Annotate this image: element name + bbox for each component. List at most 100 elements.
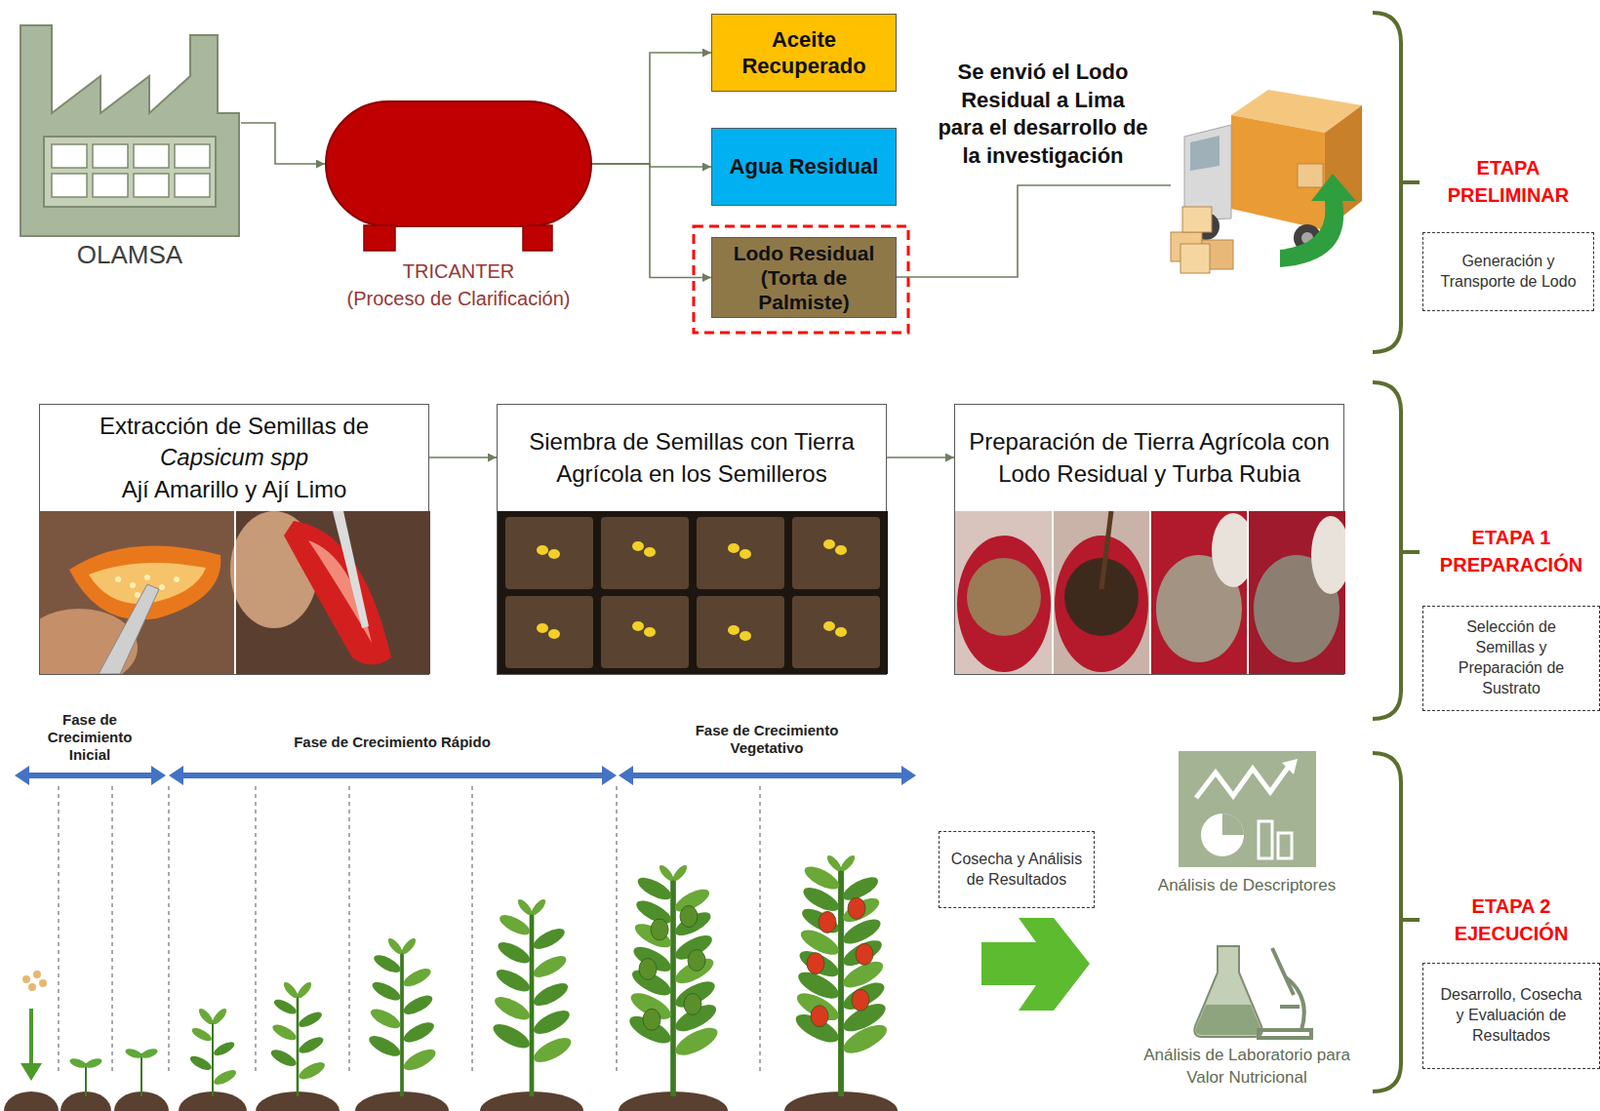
plant-illustration — [3, 1091, 59, 1111]
stage-node: ETAPA 1 PREPARACIÓNSelección de Semillas… — [1422, 523, 1600, 712]
plant-illustration — [491, 992, 534, 1025]
plant-illustration — [687, 950, 706, 972]
lab-icon — [1178, 938, 1317, 1041]
plant-illustration — [188, 1006, 239, 1097]
highlight-outline — [693, 226, 909, 333]
tray-photo — [792, 596, 880, 669]
flow-connector — [592, 52, 712, 164]
stage-title: ETAPA 2 EJECUCIÓN — [1422, 892, 1600, 948]
plant-illustration — [825, 853, 844, 874]
factory-icon — [51, 144, 210, 198]
plant-illustration — [268, 1046, 299, 1070]
plant-illustration — [516, 897, 535, 918]
phase-arrow — [14, 765, 166, 786]
plant-illustration — [139, 1046, 160, 1061]
chart-icon — [1200, 813, 1244, 857]
phase-divider — [112, 786, 114, 1074]
plant-illustration — [493, 965, 534, 997]
truck-icon — [1170, 89, 1362, 274]
plant-illustration — [631, 919, 675, 953]
chart-icon — [1178, 751, 1317, 868]
node-text: Análisis de Laboratorio para Valor Nutri… — [1134, 1044, 1360, 1090]
tray-photo — [536, 623, 549, 634]
tank-icon — [363, 225, 396, 251]
flow-connector — [240, 122, 325, 164]
substrate-photo — [955, 511, 1346, 675]
substrate-photo — [966, 558, 1041, 637]
plant-illustration — [188, 1053, 214, 1074]
chart-icon — [1178, 751, 1317, 868]
factory-icon — [18, 15, 241, 239]
plant-illustration — [210, 1006, 230, 1027]
stage-bracket — [1372, 12, 1420, 1092]
seed-icon — [22, 975, 31, 984]
factory-icon — [174, 144, 210, 168]
plant-illustration — [839, 853, 858, 874]
seed-photo — [98, 584, 160, 675]
plant-illustration — [123, 1046, 144, 1061]
node-text: (Proceso de Clarificación) — [324, 284, 593, 313]
lab-icon — [1258, 948, 1312, 1039]
node-text: Siembra de Semillas con Tierra Agrícola … — [505, 426, 879, 490]
plant-illustration — [530, 1005, 574, 1039]
tray-photo — [727, 543, 740, 554]
tray-photo — [632, 621, 644, 632]
step-box: Preparación de Tierra Agrícola con Lodo … — [954, 403, 1345, 676]
plant-illustration — [847, 897, 866, 920]
plant-illustration — [123, 1046, 160, 1097]
plant-illustration — [494, 938, 533, 968]
plant-illustration — [365, 1032, 403, 1061]
seed-photo — [234, 511, 237, 675]
transport-note: Se envió el Lodo Residual a Lima para el… — [936, 58, 1150, 170]
tray-photo — [835, 545, 847, 556]
stage-description: Generación y Transporte de Lodo — [1439, 251, 1578, 293]
icon-node: Análisis de Laboratorio para Valor Nutri… — [1134, 938, 1360, 1090]
factory-icon — [20, 25, 240, 237]
plant-illustration — [810, 1005, 829, 1028]
plant-illustration — [650, 919, 669, 941]
truck-icon — [1184, 124, 1232, 221]
plant-illustration — [530, 952, 570, 983]
stage-box: Generación y Transporte de Lodo — [1422, 232, 1595, 312]
stage-box: Selección de Semillas y Preparación de S… — [1422, 605, 1600, 712]
factory-node: OLAMSA — [18, 15, 241, 271]
seed-icon — [33, 970, 41, 979]
tray-photo — [823, 621, 836, 632]
phase-divider — [58, 786, 60, 1074]
plant-illustration — [268, 980, 327, 1097]
plant-illustration — [529, 1033, 574, 1068]
seed-photo — [115, 576, 121, 583]
phase-divider — [168, 786, 170, 1074]
flow-connector — [592, 163, 712, 279]
flow-arrow — [981, 918, 1090, 1011]
truck-icon — [1280, 173, 1357, 268]
plant-illustration — [296, 1059, 327, 1083]
seed-photo — [283, 520, 392, 666]
plant-illustration — [295, 980, 315, 1000]
plant-illustration — [657, 863, 677, 883]
plant-illustration — [400, 936, 419, 957]
plant-illustration — [211, 1067, 239, 1088]
plant-illustration — [680, 906, 698, 928]
tray-photo — [696, 596, 785, 669]
plant-illustration — [281, 980, 301, 1000]
plant-illustration — [400, 1018, 438, 1046]
plant-illustration — [639, 959, 657, 981]
tray-photo — [643, 627, 656, 638]
node-text: Preparación de Tierra Agrícola con Lodo … — [962, 426, 1336, 490]
tray-photo — [505, 517, 880, 669]
node-text: Extracción de Semillas de — [47, 410, 421, 442]
plant-illustration — [365, 936, 439, 1097]
step-box: Extracción de Semillas deCapsicum sppAjí… — [39, 403, 430, 676]
seed-icon — [20, 1063, 42, 1081]
phase-label: Fase de Crecimiento Rápido — [245, 733, 539, 752]
tank-icon — [522, 225, 553, 251]
lab-icon — [1194, 946, 1262, 1038]
flow-connector — [886, 456, 955, 459]
plant-illustration — [489, 1019, 534, 1053]
tray-photo — [497, 511, 888, 675]
output-box: Agua Residual — [711, 127, 897, 206]
stage-description: Selección de Semillas y Preparación de S… — [1439, 617, 1584, 699]
tray-photo — [696, 517, 785, 590]
